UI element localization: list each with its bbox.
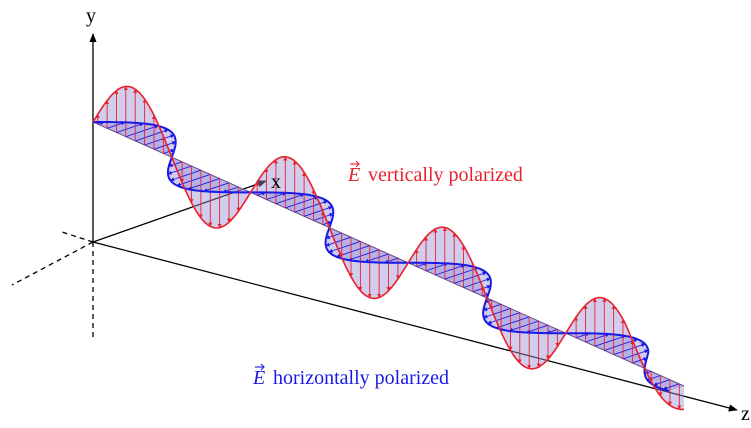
horizontal-field-vector [106, 121, 126, 129]
horizontal-field-vector [328, 240, 361, 253]
horizontal-field-vector [594, 335, 626, 347]
x-axis [92, 180, 267, 243]
horizontal-field-vector [585, 333, 610, 343]
horizontal-field-vector [644, 370, 652, 375]
vertical-wave-curve [92, 85, 684, 411]
horizontal-field-vector [508, 320, 539, 332]
horizontal-field-vector [266, 192, 287, 200]
horizontal-field-vector [325, 232, 342, 240]
horizontal-field-vector [203, 182, 230, 193]
horizontal-field-vector [187, 178, 220, 190]
horizontal-field-vector [495, 316, 530, 329]
horizontal-field-vector [153, 141, 177, 150]
neg-x-axis [61, 231, 94, 243]
horizontal-field-vector [325, 236, 352, 247]
horizontal-field-vector [275, 193, 305, 205]
field-symbol-horizontal: E [252, 367, 265, 389]
horizontal-field-vector [435, 264, 466, 276]
horizontal-field-vector [622, 349, 649, 360]
horizontal-field-vector [525, 324, 549, 334]
horizontal-field-vector [116, 122, 144, 133]
z-axis-label: z [741, 403, 750, 425]
horizontal-polarization-text: horizontally polarized [273, 367, 449, 389]
horizontal-field-vector [444, 267, 479, 280]
horizontal-field-vector [168, 161, 183, 168]
neg-z-axis [11, 241, 94, 286]
vector-arrow-icon [350, 160, 360, 168]
horizontal-field-vector [632, 357, 648, 364]
horizontal-field-vector [303, 206, 333, 217]
horizontal-field-vector [167, 165, 192, 175]
horizontal-field-vector [454, 271, 487, 284]
horizontal-field-vector [364, 253, 389, 263]
horizontal-field-vector [487, 312, 520, 325]
horizontal-field-vector [294, 200, 328, 213]
horizontal-field-vector [348, 249, 380, 261]
horizontal-field-vector [144, 134, 175, 146]
horizontal-field-vector [662, 383, 680, 391]
horizontal-field-vector [425, 262, 449, 272]
horizontal-field-vector [653, 379, 671, 386]
horizontal-field-vector [285, 196, 319, 209]
vector-arrow-icon [255, 363, 265, 371]
y-axis-label: y [86, 5, 96, 27]
vertical-polarization-label: E vertically polarized [347, 160, 523, 186]
horizontal-field-vector [135, 128, 169, 142]
vertical-wave-area [93, 86, 684, 410]
x-axis-label: x [271, 171, 281, 193]
horizontal-field-vector [313, 213, 334, 221]
horizontal-polarization-label: E horizontally polarized [252, 363, 449, 389]
horizontal-field-vector [170, 169, 202, 182]
vertical-wave-fill [93, 86, 684, 410]
z-axis [92, 241, 738, 412]
horizontal-field-vector [463, 277, 491, 288]
vertical-field-vectors [95, 85, 682, 410]
horizontal-wave-curve [93, 121, 670, 392]
vertical-polarization-text: vertically polarized [368, 164, 523, 186]
field-symbol-vertical: E [347, 164, 360, 186]
horizontal-field-vector [125, 125, 159, 138]
horizontal-field-vector [613, 343, 646, 356]
horizontal-field-vector [483, 308, 511, 319]
